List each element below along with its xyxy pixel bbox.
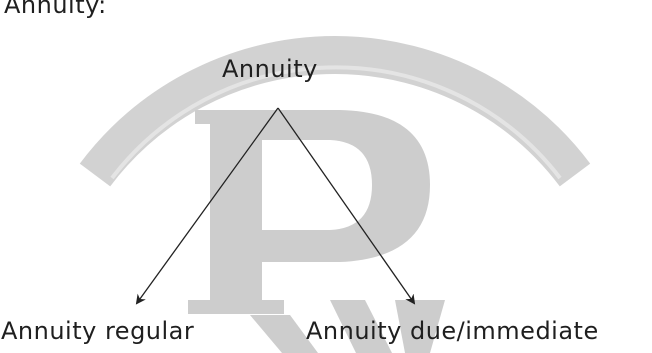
watermark-monogram: [188, 110, 445, 353]
watermark-arc-edge: [110, 65, 562, 180]
arrow-to-annuity-regular: [135, 107, 279, 305]
section-heading: Annuity:: [4, 0, 107, 19]
child-node-label-regular: Annuity regular: [1, 317, 195, 345]
child-node-label-due: Annuity due/immediate: [306, 317, 599, 345]
watermark-arc: [79, 36, 591, 187]
arrow-to-annuity-due: [277, 107, 416, 305]
root-node-label: Annuity: [222, 55, 318, 83]
